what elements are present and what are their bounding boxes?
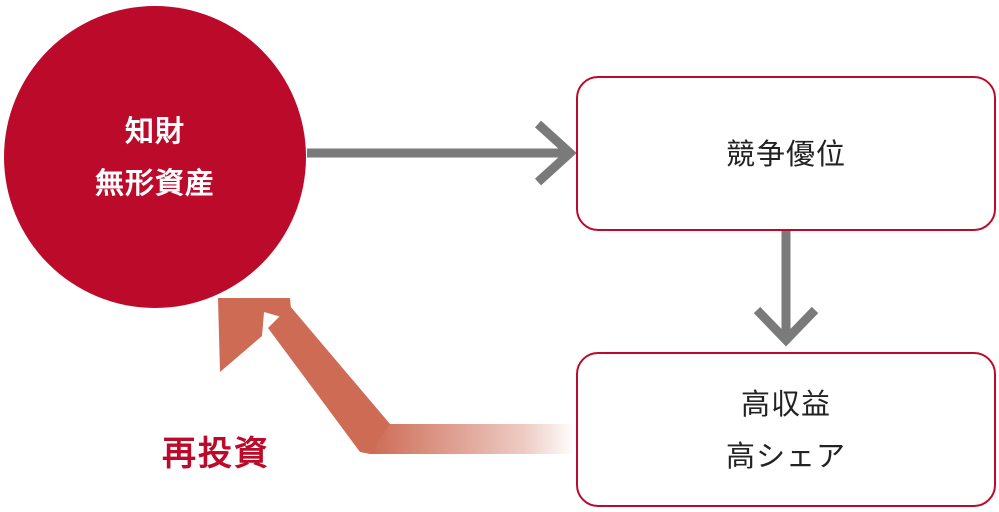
high-profit-share-box: 高収益 高シェア	[576, 352, 996, 507]
circle-line-1: 知財	[124, 114, 185, 148]
high-share-label: 高シェア	[725, 438, 846, 473]
reinvest-label: 再投資	[162, 434, 270, 474]
reinvest-arrow-shaft	[268, 306, 390, 454]
reinvest-arrow-head	[218, 298, 292, 372]
circle-line-2: 無形資産	[94, 166, 215, 200]
competitive-advantage-label: 競争優位	[725, 136, 846, 171]
arrow-down-head	[753, 306, 819, 347]
ip-intangible-assets-circle: 知財 無形資産	[4, 6, 306, 308]
reinvest-arrow-tail	[370, 424, 575, 454]
high-profit-label: 高収益	[740, 386, 831, 421]
arrow-right-head	[534, 120, 577, 186]
competitive-advantage-box: 競争優位	[576, 76, 996, 231]
